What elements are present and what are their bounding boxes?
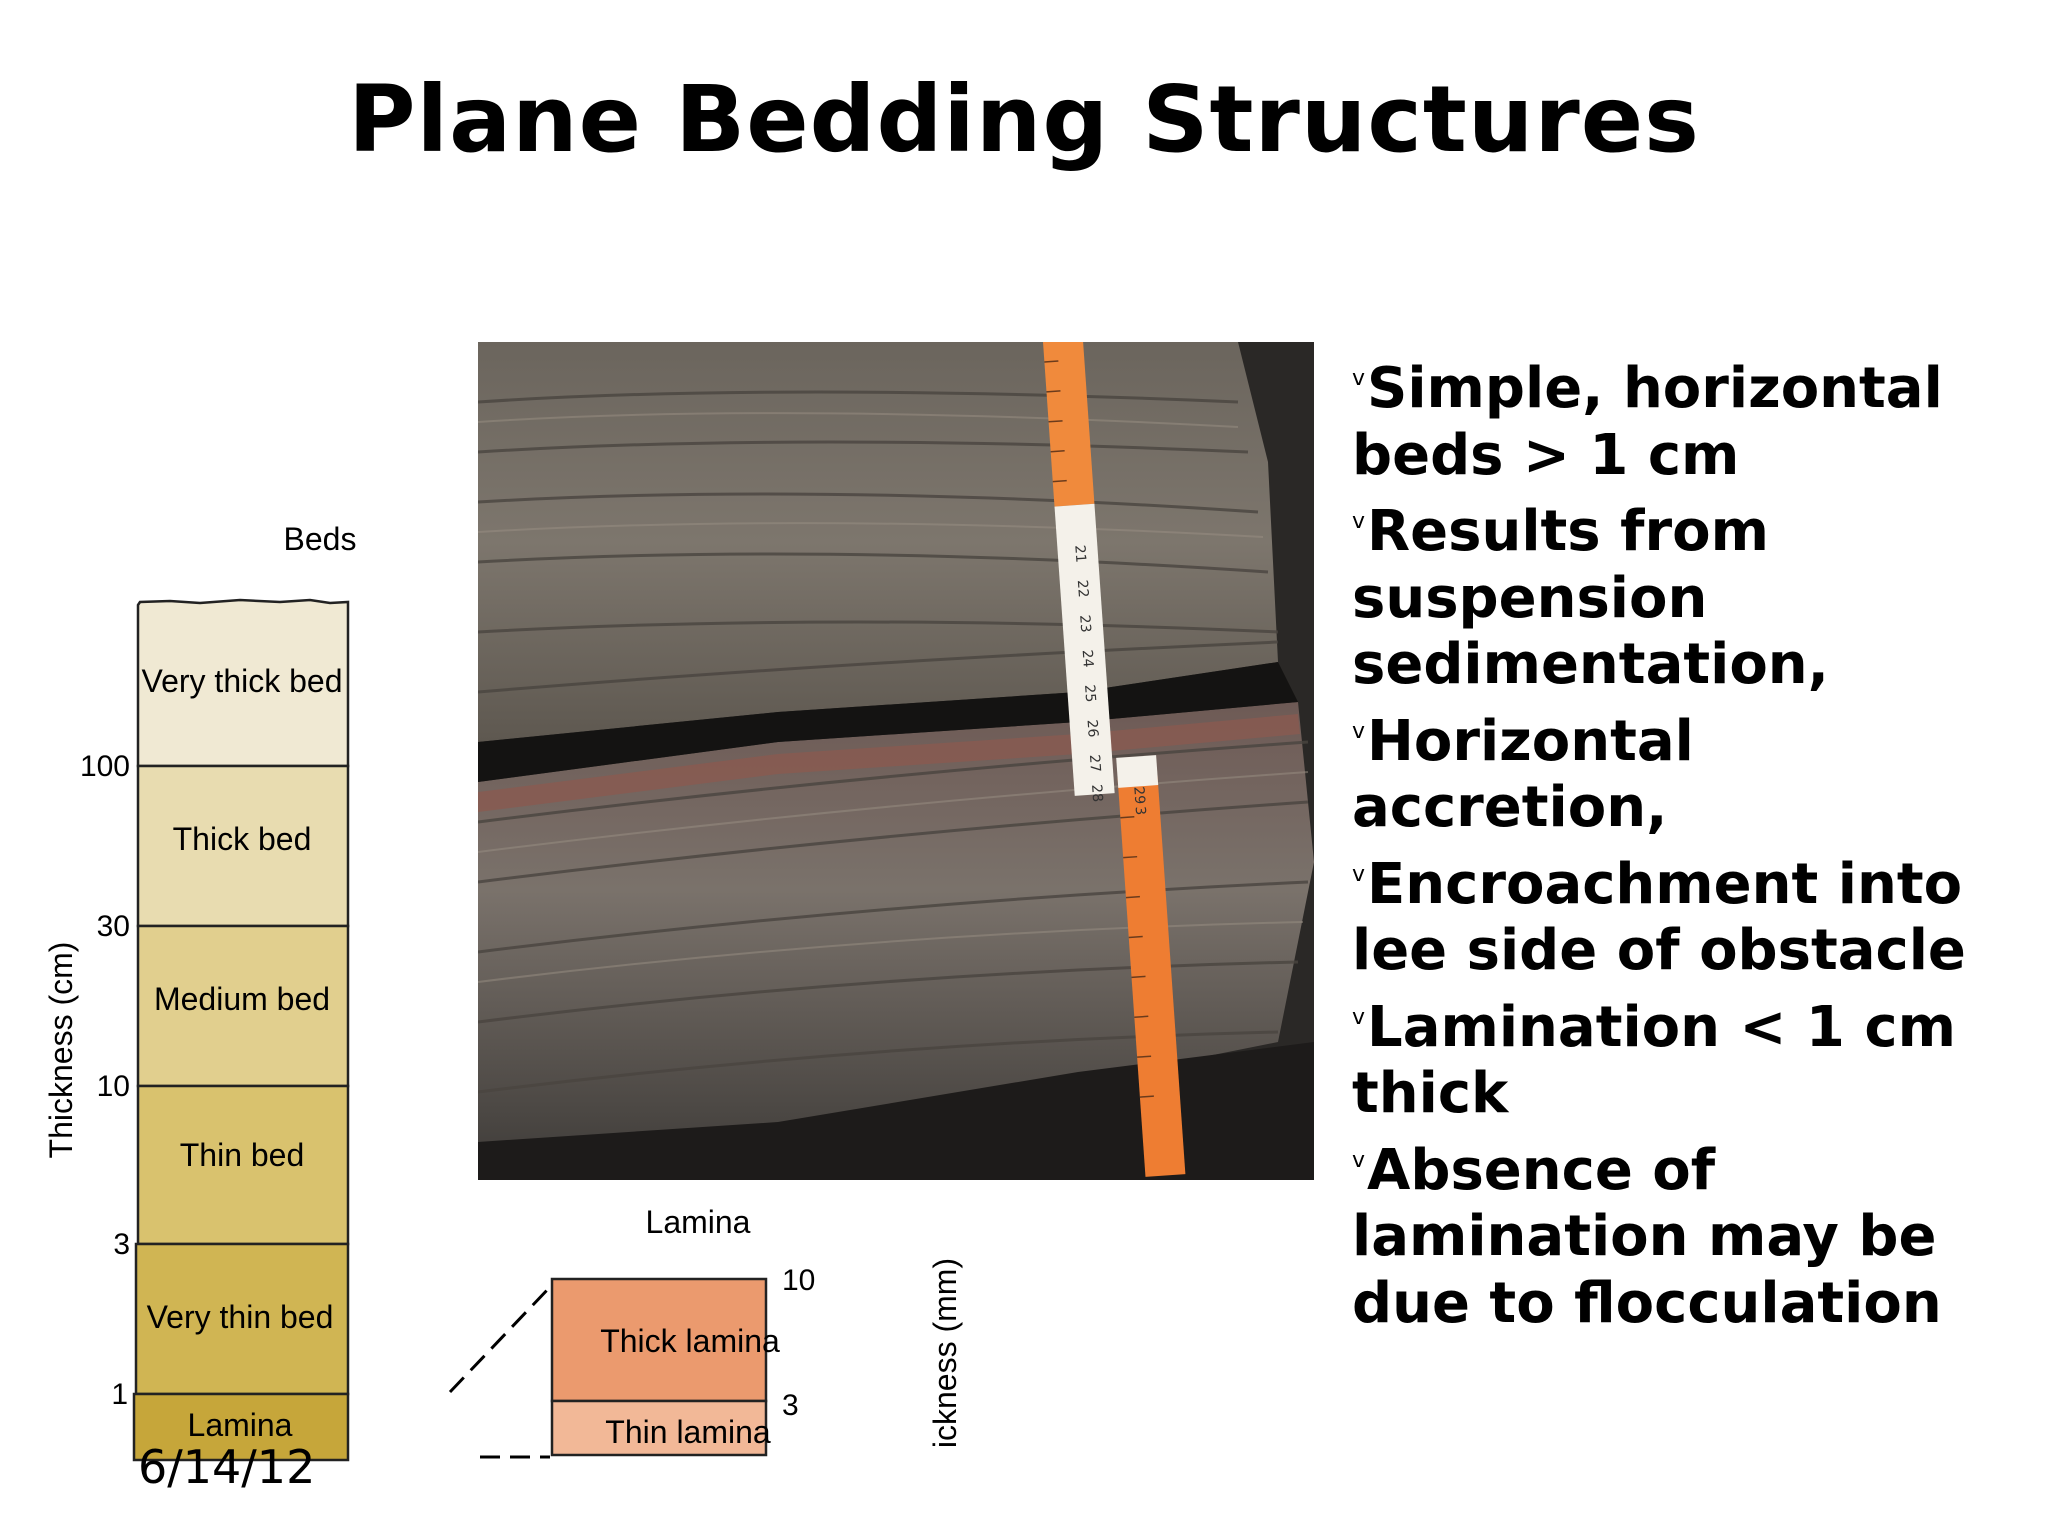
ruler-mark-4: 25: [1081, 684, 1098, 703]
tick-10: 10: [97, 1070, 130, 1103]
bullet-item: vLamination < 1 cm thick: [1352, 985, 2012, 1128]
ruler-mark-0: 21: [1071, 544, 1088, 563]
lamina-axis-label-visible: ickness (mm): [927, 1258, 963, 1448]
bullet-list: vSimple, horizontal beds > 1 cm vResults…: [1352, 346, 2012, 1337]
bullet-marker-icon: v: [1352, 1147, 1366, 1173]
bullet-marker-icon: v: [1352, 366, 1366, 391]
tick-100: 100: [80, 750, 130, 783]
lamina-heading: Lamina: [646, 1204, 751, 1240]
lamina-tick-3: 3: [782, 1389, 799, 1422]
beds-heading: Beds: [284, 521, 357, 557]
beds-diagram: Beds Very thick bed Thick bed Medium bed…: [43, 521, 357, 1462]
rock-outcrop-photo: 21 22 23 24 25 26 27 28 29 3: [478, 342, 1314, 1180]
bullet-marker-icon: v: [1352, 1004, 1366, 1030]
bullet-marker-icon: v: [1352, 509, 1366, 534]
bullet-item: vAbsence of lamination may be due to flo…: [1352, 1128, 2012, 1338]
ruler-mark-1: 22: [1074, 579, 1091, 598]
bullet-text: Simple, horizontal beds > 1 cm: [1352, 356, 1943, 488]
ruler-mark-6: 27: [1086, 754, 1103, 773]
ruler-mark-8: 29: [1130, 786, 1147, 805]
layer-label-very-thin: Very thin bed: [147, 1299, 334, 1335]
beds-axis-label: Thickness (cm): [43, 942, 79, 1159]
bed-thin: [136, 1084, 350, 1246]
bullet-marker-icon: v: [1352, 718, 1366, 744]
bullet-text: Horizontal accretion,: [1352, 708, 1694, 841]
tick-30: 30: [97, 910, 130, 943]
lamina-thick: [550, 1277, 768, 1403]
bullet-text: Results from suspension sedimentation,: [1352, 499, 1829, 697]
ruler-mark-7: 28: [1088, 784, 1105, 803]
slide-title: Plane Bedding Structures: [348, 66, 1700, 173]
bullet-text: Lamination < 1 cm thick: [1352, 994, 1956, 1127]
tick-3: 3: [113, 1228, 130, 1261]
bullet-marker-icon: v: [1352, 861, 1366, 887]
layer-label-lamina: Lamina: [188, 1407, 293, 1443]
slide-date: 6/14/12: [138, 1440, 316, 1494]
bed-lamina: [132, 1392, 350, 1462]
lamina-diagram: Lamina Thick lamina Thin lamina 10 3 ick…: [448, 1204, 963, 1459]
layer-label-thin: Thin bed: [180, 1137, 305, 1173]
bullet-text: Absence of lamination may be due to floc…: [1352, 1137, 1942, 1336]
ruler-mark-3: 24: [1079, 649, 1096, 668]
tick-1: 1: [111, 1378, 128, 1411]
layer-label-thick: Thick bed: [173, 821, 312, 857]
layer-label-very-thick: Very thick bed: [142, 663, 343, 699]
ruler-mark-9: 3: [1132, 806, 1149, 816]
lamina-thin: [550, 1399, 768, 1457]
bullet-item: vResults from suspension sedimentation,: [1352, 489, 2012, 699]
layer-label-medium: Medium bed: [154, 981, 330, 1017]
connector-top: [448, 1285, 552, 1394]
bullet-item: vHorizontal accretion,: [1352, 699, 2012, 842]
bed-very-thin: [134, 1242, 350, 1396]
bed-thick: [136, 764, 350, 928]
bullet-item: vEncroachment into lee side of obstacle: [1352, 842, 2012, 985]
lamina-label-thick: Thick lamina: [600, 1323, 780, 1359]
ruler-mark-5: 26: [1083, 719, 1100, 738]
lamina-tick-10: 10: [782, 1264, 815, 1297]
rock-photo-drawing: 21 22 23 24 25 26 27 28 29 3: [478, 342, 1314, 1180]
lamina-label-thin: Thin lamina: [605, 1414, 771, 1450]
bullet-item: vSimple, horizontal beds > 1 cm: [1352, 346, 2012, 489]
bullet-text: Encroachment into lee side of obstacle: [1352, 851, 1966, 984]
ruler-mark-2: 23: [1076, 614, 1093, 633]
